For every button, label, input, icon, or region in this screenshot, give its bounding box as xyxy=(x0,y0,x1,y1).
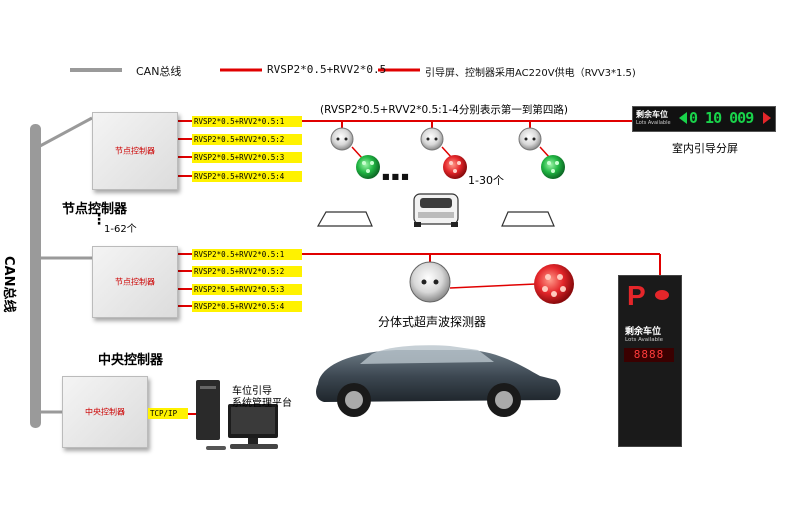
indoor-screen-title: 剩余车位 xyxy=(636,110,668,119)
node-controller-top: 节点控制器 xyxy=(92,112,178,190)
indoor-screen-caption: 室内引导分屏 xyxy=(672,142,738,155)
indoor-screen-digits: 0 10 009 xyxy=(689,109,754,127)
computer-icon xyxy=(196,380,278,450)
green-indicator-2-icon xyxy=(541,155,565,179)
can-bus-bar xyxy=(30,124,41,428)
indoor-screen-subtitle: Lots Available xyxy=(636,120,671,126)
sedan-car-icon xyxy=(316,345,561,417)
red-indicator-1-icon xyxy=(443,155,467,179)
vertical-ellipsis: ⋮ xyxy=(92,212,106,228)
sensor-2-icon xyxy=(420,127,444,151)
legend-power-label: 引导屏、控制器采用AC220V供电（RVV3*1.5) xyxy=(425,68,636,79)
sensor-3-icon xyxy=(518,127,542,151)
central-controller-title: 中央控制器 xyxy=(98,353,164,368)
entrance-guidance-screen: P 剩余车位 Lots Available 8888 xyxy=(618,275,682,447)
port-bottom-2: RVSP2*0.5+RVV2*0.5:2 xyxy=(192,266,302,277)
detector-count-label: 1-30个 xyxy=(468,174,504,187)
entrance-screen-title: 剩余车位 xyxy=(625,327,662,337)
port-bottom-4: RVSP2*0.5+RVV2*0.5:4 xyxy=(192,301,302,312)
port-top-3: RVSP2*0.5+RVV2*0.5:3 xyxy=(192,152,302,163)
port-top-1: RVSP2*0.5+RVV2*0.5:1 xyxy=(192,116,302,127)
detector-ellipsis: ■■■ xyxy=(382,172,411,181)
route-note: (RVSP2*0.5+RVV2*0.5:1-4分别表示第一到第四路) xyxy=(320,104,568,116)
arrow-right-icon xyxy=(763,112,771,124)
entrance-screen-digits: 8888 xyxy=(624,348,674,362)
node-count-label: 1-62个 xyxy=(104,224,137,235)
legend-can-label: CAN总线 xyxy=(136,65,182,78)
port-top-2: RVSP2*0.5+RVV2*0.5:2 xyxy=(192,134,302,145)
parking-bay-1 xyxy=(316,211,373,227)
split-ultrasonic-sensor-icon xyxy=(409,261,451,303)
can-bus-label: CAN总线 xyxy=(1,256,16,313)
car-logo-icon xyxy=(655,290,669,300)
parking-bay-2 xyxy=(501,211,555,227)
platform-label-2: 系统管理平台 xyxy=(232,398,292,409)
indoor-guidance-screen: 剩余车位 Lots Available 0 10 009 xyxy=(632,106,776,132)
port-top-4: RVSP2*0.5+RVV2*0.5:4 xyxy=(192,171,302,182)
arrow-left-icon xyxy=(679,112,687,124)
port-bottom-1: RVSP2*0.5+RVV2*0.5:1 xyxy=(192,249,302,260)
platform-label-1: 车位引导 xyxy=(232,386,272,397)
legend-cable-label: RVSP2*0.5+RVV2*0.5 xyxy=(267,63,387,76)
node-controller-bottom: 节点控制器 xyxy=(92,246,178,318)
detector-caption: 分体式超声波探测器 xyxy=(378,315,487,329)
entrance-screen-subtitle: Lots Available xyxy=(625,337,663,343)
central-controller-label: 中央控制器 xyxy=(85,407,125,417)
tcp-ip-link: TCP/IP xyxy=(148,408,188,419)
node-controller-bottom-label: 节点控制器 xyxy=(115,277,155,287)
sensor-1-icon xyxy=(330,127,354,151)
port-bottom-3: RVSP2*0.5+RVV2*0.5:3 xyxy=(192,284,302,295)
node-controller-title: 节点控制器 xyxy=(62,202,128,217)
node-controller-top-label: 节点控制器 xyxy=(115,146,155,156)
green-indicator-1-icon xyxy=(356,155,380,179)
central-controller: 中央控制器 xyxy=(62,376,148,448)
red-indicator-large-icon xyxy=(534,264,574,304)
car-front-icon xyxy=(413,193,459,227)
parking-p-letter: P xyxy=(627,280,646,311)
